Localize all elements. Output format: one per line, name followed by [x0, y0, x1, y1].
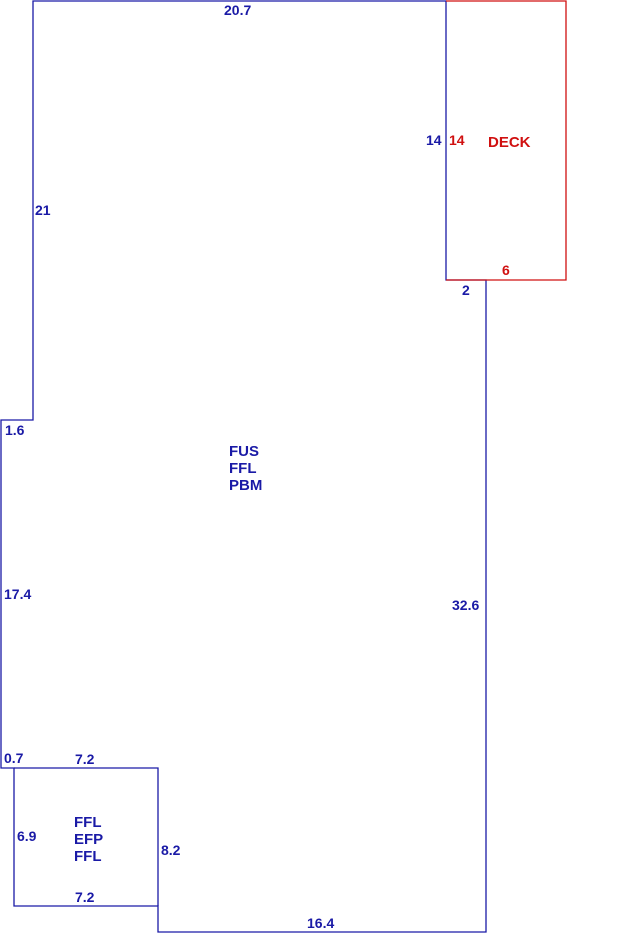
deck-label: DECK	[488, 134, 531, 151]
small-area-outline	[14, 767, 159, 906]
small-dim-top: 7.2	[75, 751, 95, 767]
small-dim-right: 8.2	[161, 842, 181, 858]
dim-step-bottom: 0.7	[4, 750, 24, 766]
small-code-1: FFL	[74, 814, 102, 831]
dim-step-left: 1.6	[5, 422, 25, 438]
deck-dim-bottom: 6	[502, 262, 510, 278]
small-dim-bottom: 7.2	[75, 889, 95, 905]
dim-left-upper: 21	[35, 202, 51, 218]
dim-top: 20.7	[224, 2, 251, 18]
dim-left-lower: 17.4	[4, 586, 31, 602]
deck-outline	[446, 0, 567, 281]
small-dim-left: 6.9	[17, 828, 37, 844]
main-code-3: PBM	[229, 477, 262, 494]
dim-deck-offset: 2	[462, 282, 470, 298]
dim-bottom: 16.4	[307, 915, 334, 931]
small-code-3: FFL	[74, 848, 102, 865]
main-code-1: FUS	[229, 443, 259, 460]
deck-dim-left: 14	[449, 132, 465, 148]
main-code-2: FFL	[229, 460, 257, 477]
dim-deck-left-main: 14	[426, 132, 442, 148]
dim-right: 32.6	[452, 597, 479, 613]
small-code-2: EFP	[74, 831, 103, 848]
